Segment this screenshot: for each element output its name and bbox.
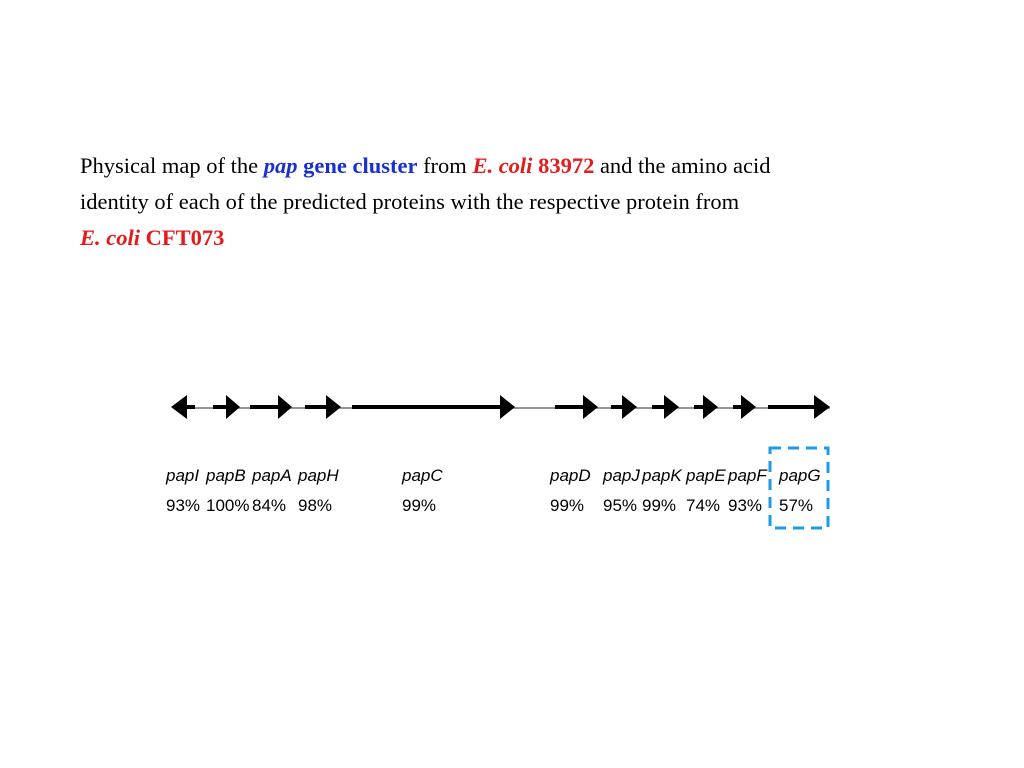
- gene-name: papJ: [602, 466, 640, 485]
- gene-name: papK: [641, 466, 682, 485]
- gene-arrow-papA: [250, 395, 292, 419]
- caption-line-3: E. coli CFT073: [80, 220, 980, 256]
- gene-labels: papI 93% papB 100% papA 84% papH 98% pap…: [165, 466, 821, 515]
- gene-arrow-papB: [213, 395, 240, 419]
- gene-name: papH: [297, 466, 339, 485]
- gene-identity: 95%: [603, 496, 637, 515]
- gene-name: papA: [251, 466, 292, 485]
- gene-arrow-papF: [733, 395, 756, 419]
- gene-identity: 84%: [252, 496, 286, 515]
- caption-pap: pap: [263, 153, 298, 178]
- papG-highlight-box: [768, 446, 830, 530]
- gene-name: papD: [549, 466, 591, 485]
- gene-identity: 99%: [550, 496, 584, 515]
- gene-name: papE: [685, 466, 726, 485]
- gene-name: papF: [727, 466, 768, 485]
- gene-identity: 99%: [402, 496, 436, 515]
- gene-identity: 93%: [728, 496, 762, 515]
- caption-line-1: Physical map of the pap gene cluster fro…: [80, 148, 980, 184]
- gene-identity: 100%: [206, 496, 249, 515]
- caption-text-post: and the amino acid: [599, 153, 771, 178]
- caption-line-2: identity of each of the predicted protei…: [80, 189, 740, 214]
- caption-strain-1: 83972: [538, 153, 595, 178]
- gene-identity: 57%: [779, 496, 813, 515]
- caption-ecoli-1: E. coli: [472, 153, 533, 178]
- gene-identity: 93%: [166, 496, 200, 515]
- gene-arrow-papD: [555, 395, 598, 419]
- gene-arrow-papJ: [611, 395, 637, 419]
- gene-name: papB: [205, 466, 246, 485]
- gene-arrows: [171, 395, 830, 419]
- gene-identity: 98%: [298, 496, 332, 515]
- gene-arrow-papE: [694, 395, 718, 419]
- gene-identity: 74%: [686, 496, 720, 515]
- gene-arrow-papI: [171, 395, 195, 419]
- gene-arrow-papC: [352, 395, 515, 419]
- gene-identity: 99%: [642, 496, 676, 515]
- gene-arrow-papH: [305, 395, 341, 419]
- figure-caption: Physical map of the pap gene cluster fro…: [80, 148, 980, 256]
- gene-name: papG: [778, 466, 821, 485]
- caption-ecoli-2: E. coli: [80, 225, 140, 250]
- caption-from: from: [423, 153, 467, 178]
- caption-strain-2: CFT073: [145, 225, 225, 250]
- gene-arrow-papG: [768, 395, 830, 419]
- gene-arrow-papK: [652, 395, 679, 419]
- caption-gene-cluster: gene cluster: [303, 153, 418, 178]
- gene-name: papI: [165, 466, 199, 485]
- gene-name: papC: [401, 466, 443, 485]
- caption-text-pre: Physical map of the: [80, 153, 259, 178]
